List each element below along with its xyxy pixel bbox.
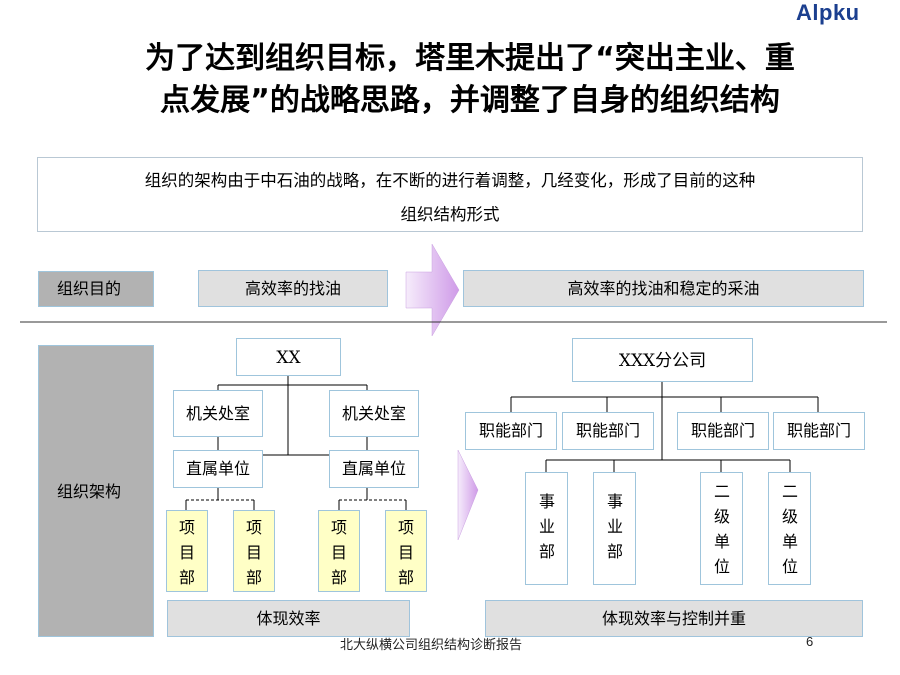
page-number: 6 [806,634,814,649]
left-root-box: XX [236,338,341,376]
slide-title: 为了达到组织目标，塔里木提出了“突出主业、重 点发展”的战略思路，并调整了自身的… [60,38,880,122]
left-office-box-2: 机关处室 [329,390,419,437]
goal-after-box: 高效率的找油和稳定的采油 [463,270,864,307]
goal-before-box: 高效率的找油 [198,270,388,307]
goal-transition-arrow [405,243,460,337]
right-root-box: XXX分公司 [572,338,753,382]
goal-label: 组织目的 [38,271,154,307]
left-unit-box-2: 直属单位 [329,450,419,488]
right-unit-box-4: 二级单位 [768,472,811,585]
right-tree-lines [510,382,819,472]
right-dept-box-1: 职能部门 [465,412,557,450]
project-box-1: 项目部 [166,510,208,592]
left-caption-box: 体现效率 [167,600,410,637]
company-logo: Alpku [796,0,860,25]
structure-transition-arrow [457,449,479,541]
right-dept-box-4: 职能部门 [773,412,865,450]
project-box-3: 项目部 [318,510,360,592]
right-caption-box: 体现效率与控制并重 [485,600,863,637]
project-box-4: 项目部 [385,510,427,592]
right-dept-box-3: 职能部门 [677,412,769,450]
project-box-2: 项目部 [233,510,275,592]
intro-box: 组织的架构由于中石油的战略，在不断的进行着调整，几经变化，形成了目前的这种 组织… [37,157,863,232]
footer-text: 北大纵横公司组织结构诊断报告 [340,637,523,652]
right-unit-box-1: 事业部 [525,472,568,585]
right-unit-box-2: 事业部 [593,472,636,585]
right-unit-box-3: 二级单位 [700,472,743,585]
left-office-box-1: 机关处室 [173,390,263,437]
right-dept-box-2: 职能部门 [562,412,654,450]
intro-line-2: 组织结构形式 [400,205,500,224]
title-line-1: 为了达到组织目标，塔里木提出了“突出主业、重 [145,41,795,76]
structure-label: 组织架构 [38,345,154,637]
left-unit-box-1: 直属单位 [173,450,263,488]
title-line-2: 点发展”的战略思路，并调整了自身的组织结构 [160,83,780,118]
intro-line-1: 组织的架构由于中石油的战略，在不断的进行着调整，几经变化，形成了目前的这种 [144,171,756,190]
